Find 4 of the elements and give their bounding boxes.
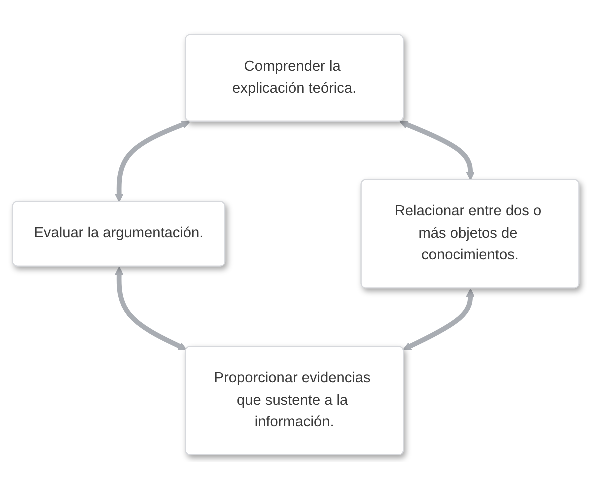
arrow: [400, 120, 475, 180]
arrow: [115, 266, 188, 350]
arrow: [115, 120, 190, 202]
arrow: [403, 288, 475, 350]
